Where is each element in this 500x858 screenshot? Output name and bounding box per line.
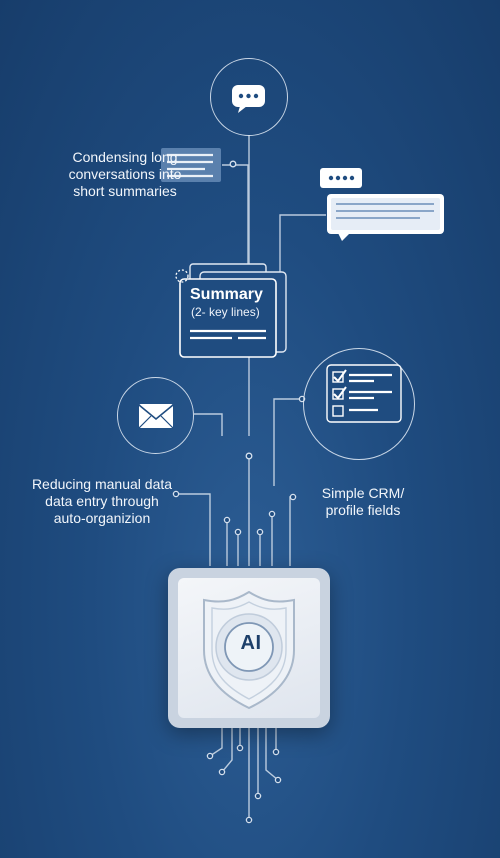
summary-title: Summary [190,286,263,303]
chip-face [178,578,320,718]
checklist-circle [303,348,415,460]
summary-document-icon [175,263,287,358]
label-crm: Simple CRM/ profile fields [321,485,405,518]
envelope-circle [117,377,194,454]
text-lines-icon [161,148,221,182]
shield-icon [203,590,295,710]
summary-subtitle: (2- key lines) [191,305,260,319]
label-reducing: Reducing manual data data entry through … [31,476,173,526]
ai-chip-icon [168,568,330,728]
message-window-icon [320,168,444,241]
label-condensing: Condensing long conversations into short… [68,149,182,199]
chat-circle [210,58,288,136]
ai-label: AI [240,632,262,654]
